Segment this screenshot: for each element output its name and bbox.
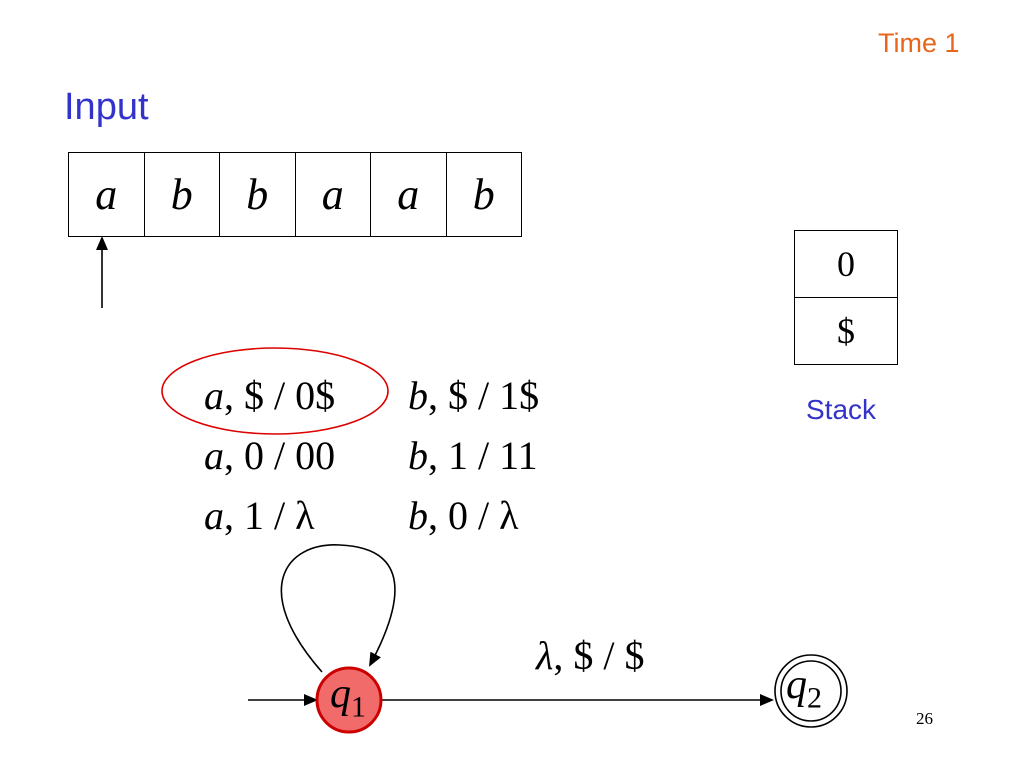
q1-self-loop: [280, 544, 396, 673]
tape-cell-3: b: [220, 153, 296, 236]
stack-top-cell: 0: [837, 244, 855, 284]
edge-label-q1-q2: λ, $ / $: [536, 633, 645, 678]
input-title: Input: [64, 86, 149, 128]
rule-b-1: b, $ / 1$: [408, 373, 540, 418]
stack-title: Stack: [806, 394, 877, 425]
stack-bottom-cell: $: [795, 297, 897, 364]
input-tape: a b b a a b: [68, 152, 522, 237]
stack: 0 $: [794, 230, 898, 365]
state-q2-label: q2: [786, 662, 822, 715]
highlight-ellipse: [161, 347, 389, 435]
tape-cell-1: a: [69, 153, 145, 236]
tape-cell-4: a: [296, 153, 371, 236]
tape-cell-6: b: [447, 153, 522, 236]
tape-cell-5: a: [371, 153, 447, 236]
rule-a-3: a, 1 / λ: [204, 493, 315, 538]
rule-a-2: a, 0 / 00: [204, 433, 336, 478]
time-label: Time 1: [878, 28, 960, 58]
state-q1-label: q1: [330, 671, 366, 724]
state-q2-inner: [780, 660, 842, 722]
state-q1: [315, 666, 383, 734]
page-number: 26: [916, 709, 933, 728]
tape-cell-2: b: [145, 153, 220, 236]
state-q2-outer: [774, 654, 848, 728]
rule-b-2: b, 1 / 11: [408, 433, 538, 478]
rule-b-3: b, 0 / λ: [408, 493, 519, 538]
rule-a-1: a, $ / 0$: [204, 373, 336, 418]
